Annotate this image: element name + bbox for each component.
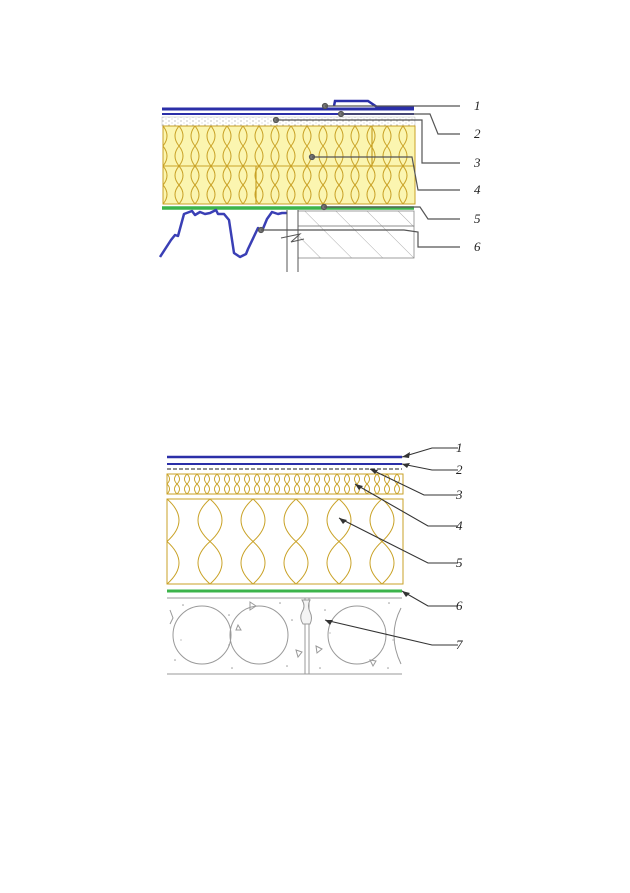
- leaders-2: [324, 447, 458, 646]
- label-2-5: 5: [456, 555, 463, 570]
- label-1-5: 5: [474, 211, 481, 226]
- insulation-upper-layer: [162, 125, 416, 167]
- hollow-core-slab: [167, 597, 402, 675]
- thin-insulation-layer: [166, 473, 404, 495]
- separation-layer: [161, 116, 416, 127]
- roof-section-diagram-1: 1 2 3 4 5 6: [158, 98, 481, 272]
- label-1-6: 6: [474, 239, 481, 254]
- slab-aggregate-dots: [174, 602, 394, 669]
- label-2-7: 7: [456, 637, 463, 652]
- labels-2: 1 2 3 4 5 6 7: [455, 440, 463, 652]
- label-2-1: 1: [456, 440, 463, 455]
- label-2-4: 4: [456, 518, 463, 533]
- roof-section-diagram-2: 1 2 3 4 5 6 7: [166, 440, 463, 675]
- profiled-deck: [158, 208, 287, 259]
- thick-insulation-layer: [166, 498, 404, 585]
- support-structure: [280, 210, 415, 272]
- label-2-6: 6: [456, 598, 463, 613]
- label-1-1: 1: [474, 98, 481, 113]
- label-2-3: 3: [455, 487, 463, 502]
- label-1-2: 2: [474, 126, 481, 141]
- label-2-2: 2: [456, 462, 463, 477]
- label-1-3: 3: [473, 155, 481, 170]
- arrowheads-2: [325, 452, 410, 625]
- top-membrane-layer: [162, 99, 414, 115]
- leaders-1: [257, 102, 460, 248]
- label-1-4: 4: [474, 182, 481, 197]
- insulation-lower-layer: [162, 165, 416, 205]
- labels-1: 1 2 3 4 5 6: [473, 98, 481, 254]
